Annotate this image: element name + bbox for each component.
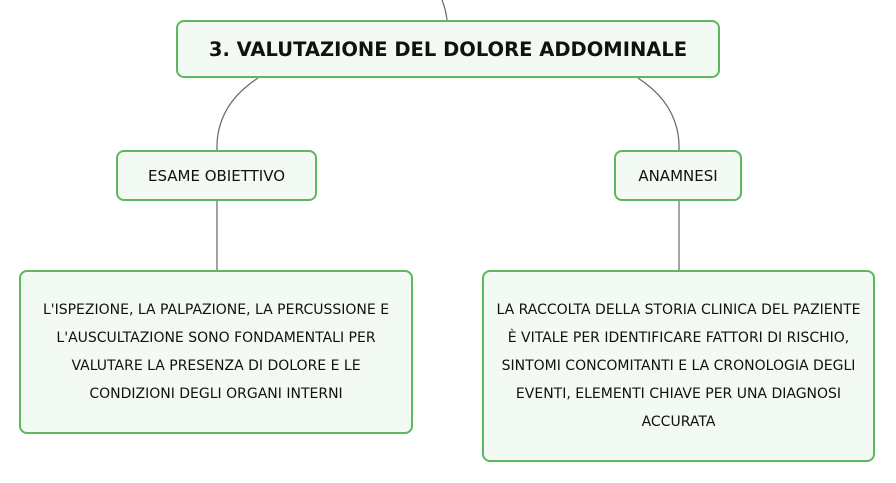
central-topic-label: 3. VALUTAZIONE DEL DOLORE ADDOMINALE <box>208 37 688 61</box>
esame-obiettivo-detail-text: L'ISPEZIONE, LA PALPAZIONE, LA PERCUSSIO… <box>42 302 390 402</box>
central-topic-node[interactable]: 3. VALUTAZIONE DEL DOLORE ADDOMINALE <box>176 20 720 78</box>
esame-obiettivo-node[interactable]: ESAME OBIETTIVO <box>116 150 317 201</box>
anamnesi-node[interactable]: ANAMNESI <box>614 150 742 201</box>
anamnesi-detail-node[interactable]: LA RACCOLTA DELLA STORIA CLINICA DEL PAZ… <box>482 270 875 462</box>
anamnesi-label: ANAMNESI <box>638 166 718 185</box>
connector-title-to-esame-obiettivo <box>216 77 259 151</box>
esame-obiettivo-label: ESAME OBIETTIVO <box>147 166 285 185</box>
connector-title-to-anamnesi <box>637 77 680 151</box>
esame-obiettivo-detail-node[interactable]: L'ISPEZIONE, LA PALPAZIONE, LA PERCUSSIO… <box>19 270 413 434</box>
anamnesi-detail-text: LA RACCOLTA DELLA STORIA CLINICA DEL PAZ… <box>496 302 861 430</box>
connector-incoming <box>441 0 448 21</box>
